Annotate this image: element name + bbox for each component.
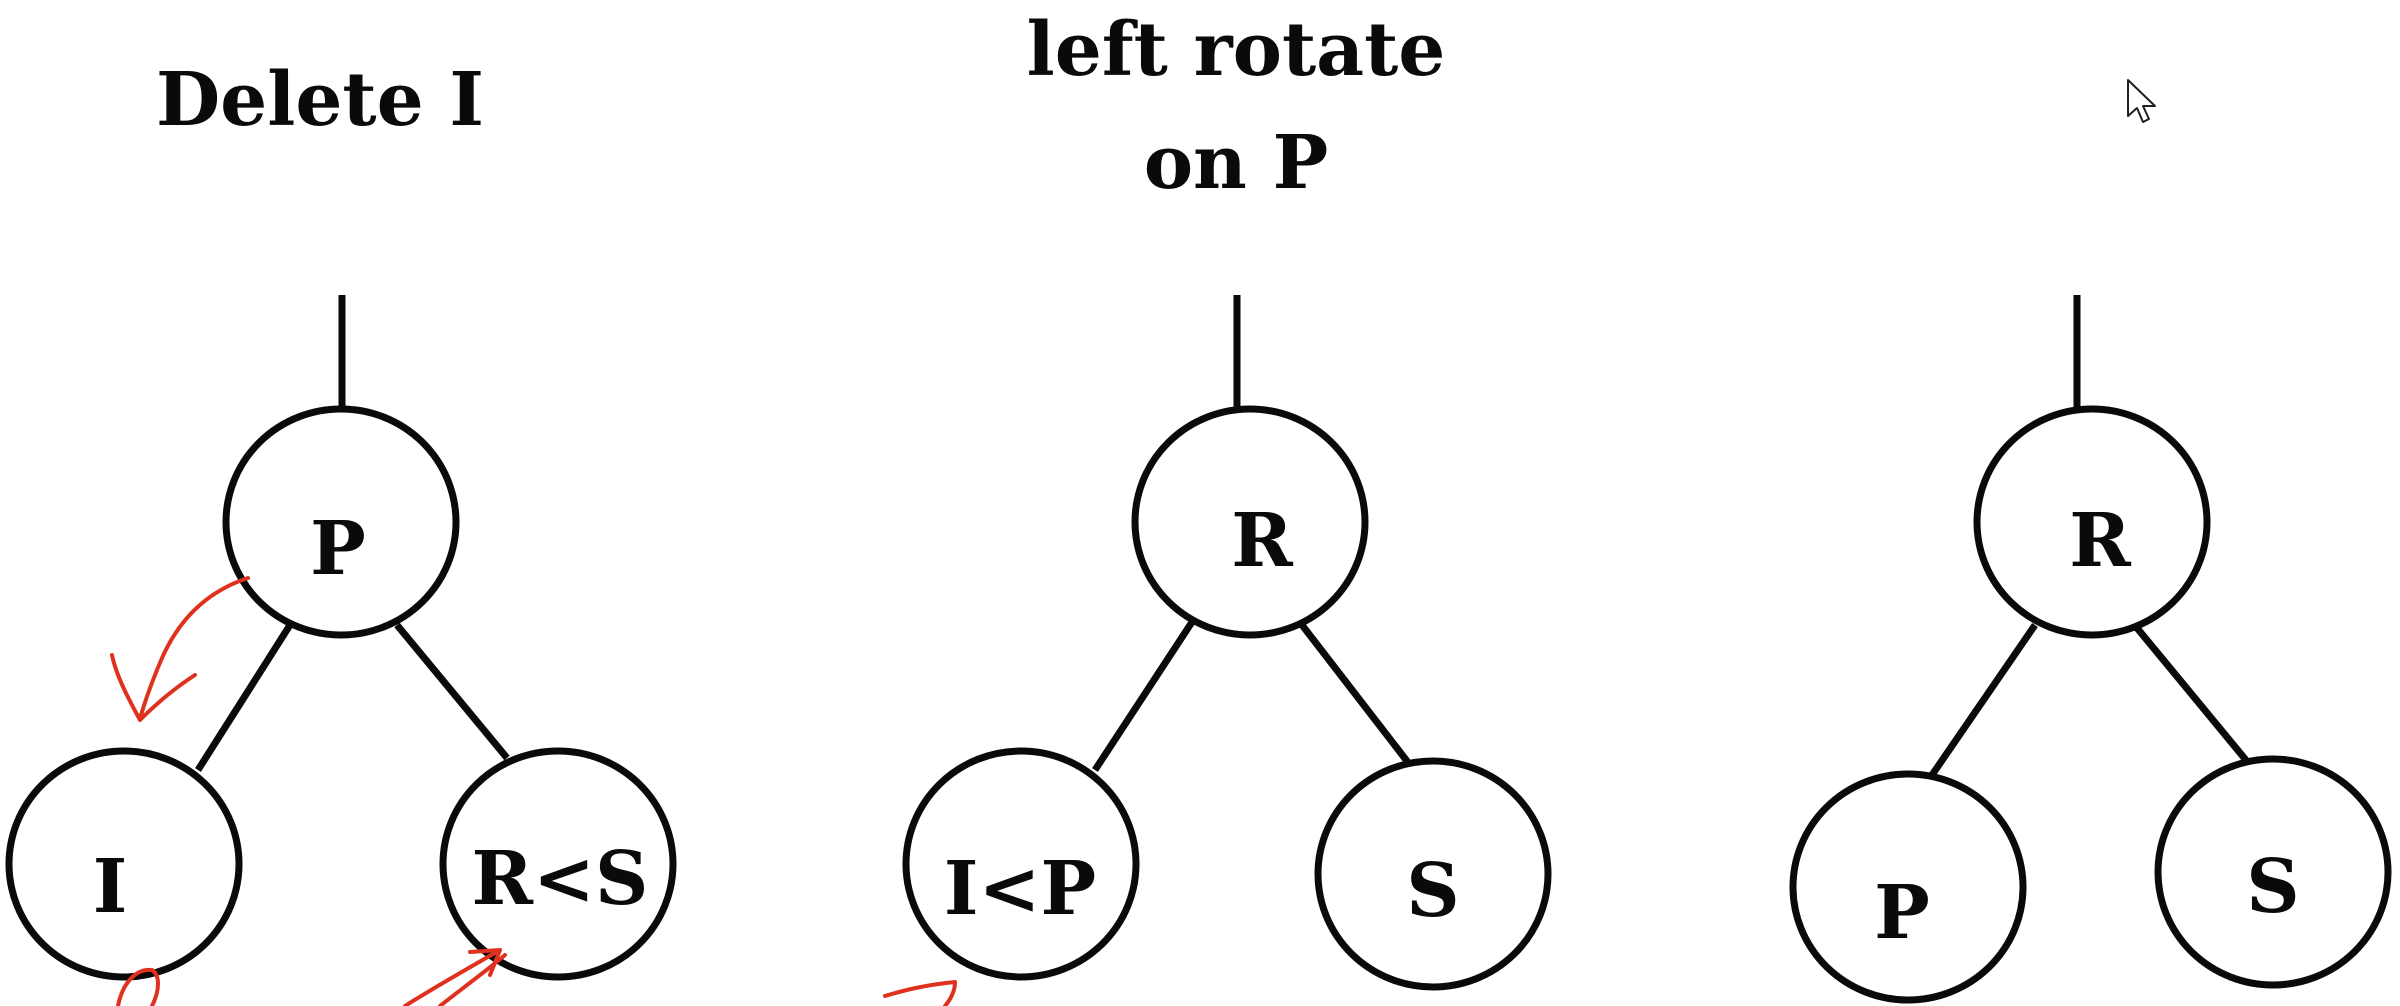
node-label-root: R (1231, 498, 1293, 584)
annotation-strokes (110, 576, 957, 1006)
arrow-tip-icon (883, 980, 957, 1006)
caption-rotate-line1: left rotate (1027, 7, 1446, 93)
node-label-right: S (2246, 844, 2299, 930)
node-label-root: P (310, 506, 366, 592)
node-left (1789, 770, 2027, 1004)
node-root (1973, 405, 2211, 639)
edge-left (195, 623, 293, 772)
node-right (1314, 757, 1552, 991)
caption-delete: Delete I (156, 57, 484, 143)
tree-after-rotate: R P S (1789, 295, 2392, 1004)
hook-arrow-icon (116, 967, 160, 1006)
caption-rotate-line2: on P (1144, 120, 1329, 206)
node-label-right: R<S (472, 836, 649, 922)
edge-left (1092, 620, 1195, 772)
node-label-left: P (1874, 870, 1930, 956)
node-label-left: I<P (944, 846, 1096, 932)
tree-after-delete: R I<P S (902, 295, 1552, 991)
node-label-left: I (93, 844, 128, 930)
edge-left (1929, 623, 2038, 777)
edge-right (1299, 622, 1413, 768)
node-right (439, 747, 677, 981)
node-left (5, 747, 243, 981)
tree-before-delete: P I R<S (5, 295, 677, 981)
edge-right (394, 622, 510, 761)
node-root (222, 405, 460, 639)
node-label-root: R (2069, 498, 2131, 584)
curved-arrow-icon (110, 576, 250, 722)
arrow-icon (403, 948, 507, 1006)
mouse-pointer-icon (2127, 79, 2156, 123)
node-left (902, 747, 1140, 981)
node-root (1131, 405, 1369, 639)
edge-right (2134, 625, 2253, 768)
node-label-right: S (1406, 848, 1459, 934)
node-right (2154, 755, 2392, 989)
